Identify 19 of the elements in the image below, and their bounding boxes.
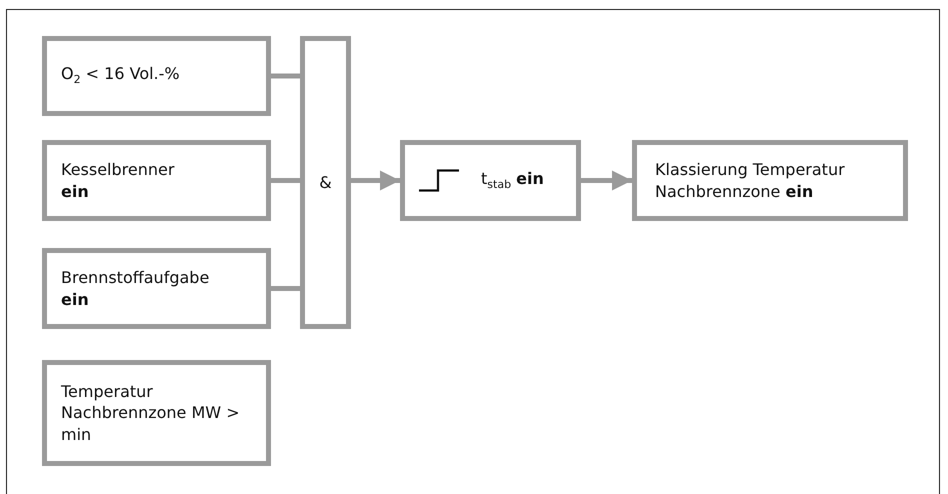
process-box xyxy=(42,248,271,329)
process-box xyxy=(42,36,271,116)
box-label: Temperatur Nachbrennzone MW > min xyxy=(61,380,241,446)
arrow xyxy=(581,170,632,190)
connector-line xyxy=(271,286,300,291)
timer-box xyxy=(400,140,581,221)
box-label: O$_{2}$ < 16 Vol.-% xyxy=(61,63,180,89)
arrow xyxy=(351,170,400,190)
process-box xyxy=(42,140,271,221)
and-gate xyxy=(300,36,351,329)
connector-line xyxy=(271,74,300,78)
process-box xyxy=(42,360,271,466)
box-label: Klassierung Temperatur Nachbrennzone ein xyxy=(655,158,846,202)
box-label: t$_{stab}$ ein xyxy=(481,168,544,194)
box-label: Brennstoffaufgabe ein xyxy=(61,266,210,310)
process-box xyxy=(632,140,908,221)
connector-line xyxy=(271,178,300,183)
box-label: & xyxy=(319,172,332,194)
box-label: Kesselbrenner ein xyxy=(61,158,174,202)
